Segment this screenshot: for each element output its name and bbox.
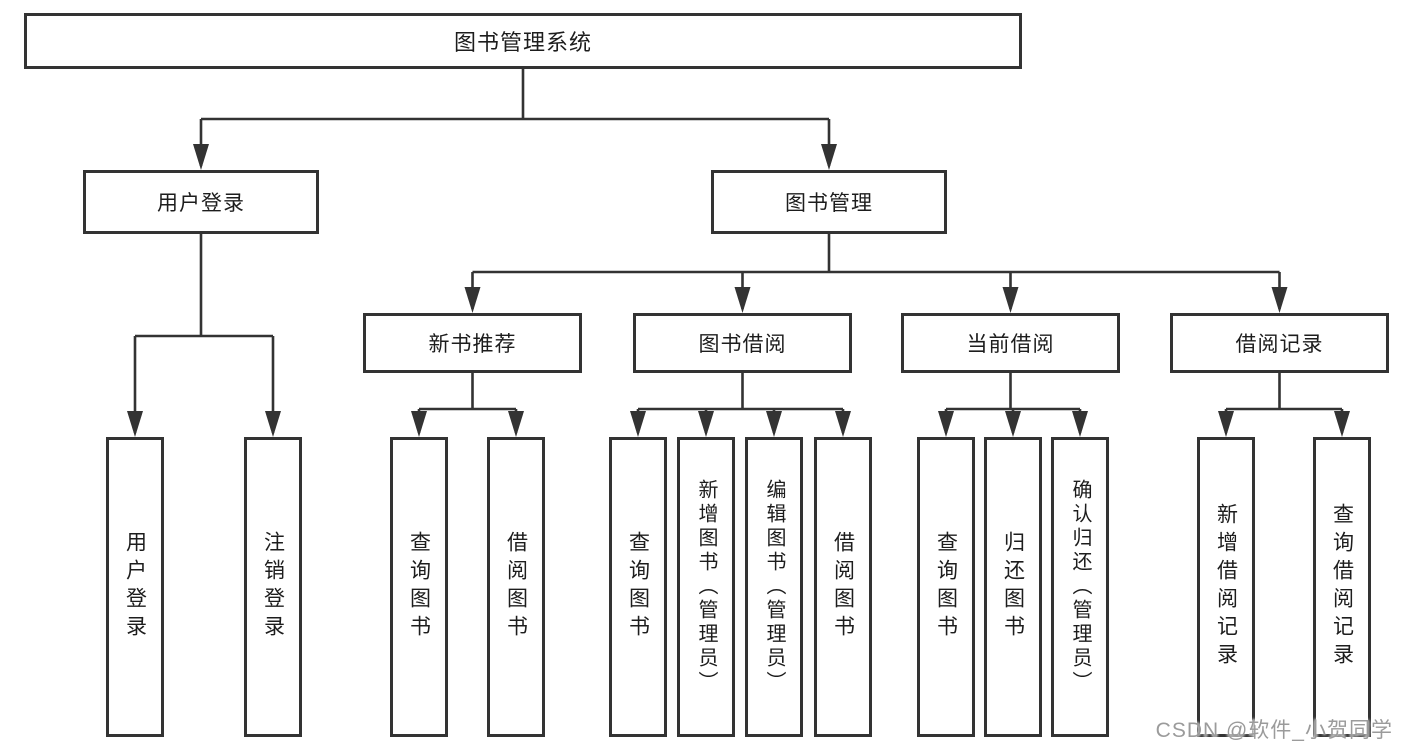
leaf-current-query-book: 查询图书: [917, 437, 975, 737]
leaf-add-borrow-record: 新增借阅记录: [1197, 437, 1255, 737]
leaf-query-borrow-record: 查询借阅记录: [1313, 437, 1371, 737]
node-book-borrow: 图书借阅: [633, 313, 852, 373]
node-book-management: 图书管理: [711, 170, 947, 234]
leaf-edit-book-admin: 编辑图书（管理员）: [745, 437, 803, 737]
node-user-login: 用户登录: [83, 170, 319, 234]
leaf-recommend-query-book: 查询图书: [390, 437, 448, 737]
leaf-recommend-borrow-book: 借阅图书: [487, 437, 545, 737]
leaf-add-book-admin: 新增图书（管理员）: [677, 437, 735, 737]
node-root-system: 图书管理系统: [24, 13, 1022, 69]
node-current-borrow: 当前借阅: [901, 313, 1120, 373]
node-new-book-recommend: 新书推荐: [363, 313, 582, 373]
connector-strokes: [133, 69, 1344, 433]
leaf-return-book: 归还图书: [984, 437, 1042, 737]
leaf-borrow-book: 借阅图书: [814, 437, 872, 737]
node-borrow-records: 借阅记录: [1170, 313, 1389, 373]
leaf-confirm-return-admin: 确认归还（管理员）: [1051, 437, 1109, 737]
csdn-watermark: CSDN @软件_小贺同学: [1155, 719, 1393, 742]
leaf-logout: 注销登录: [244, 437, 302, 737]
leaf-borrow-query-book: 查询图书: [609, 437, 667, 737]
leaf-user-login: 用户登录: [106, 437, 164, 737]
